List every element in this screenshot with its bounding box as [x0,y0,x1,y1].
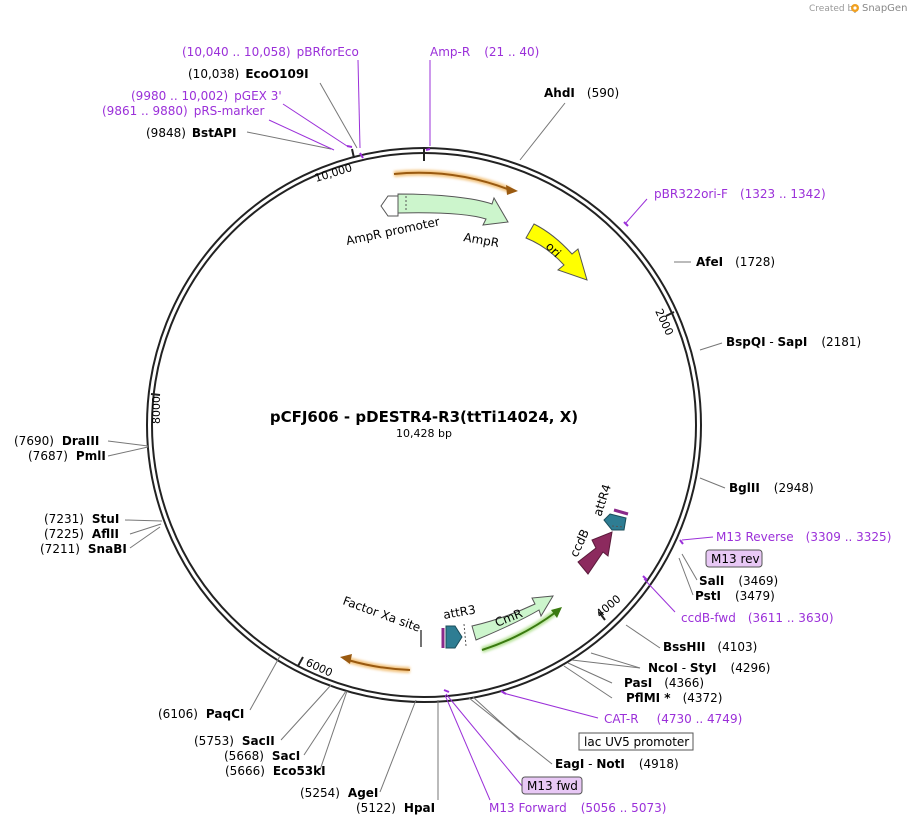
site-draiii[interactable]: (7690)DraIII [14,434,99,448]
site-eagi-noti[interactable]: EagI - NotI(4918) [555,757,679,771]
plasmid-length: 10,428 bp [396,427,452,440]
site-saci[interactable]: (5668)SacI [224,749,300,763]
site-amp-r-primer[interactable]: Amp-R(21 .. 40) [430,45,539,59]
m13-fwd-box[interactable]: M13 fwd [521,776,583,795]
site-pmli[interactable]: (7687)PmlI [28,449,106,463]
site-bglii[interactable]: BglII(2948) [729,481,814,495]
site-stui[interactable]: (7231)StuI [44,512,119,526]
tick-label-8000: 8000 [150,396,163,424]
site-sacii[interactable]: (5753)SacII [194,734,275,748]
scale-ticks [150,148,675,667]
site-pbrforeco[interactable]: (10,040 .. 10,058)pBRforEco [182,45,359,59]
ampr-label: AmpR [462,230,500,250]
site-agei[interactable]: (5254)AgeI [300,786,378,800]
site-pbr322ori-f[interactable]: pBR322ori-F(1323 .. 1342) [654,187,826,201]
amp-promoter-feature[interactable] [380,195,399,217]
attr3-label: attR3 [442,602,477,621]
credit-brand: SnapGene [862,3,907,14]
site-prs-marker[interactable]: (9861 .. 9880)pRS-marker [102,104,264,118]
svg-text:M13 fwd: M13 fwd [527,779,578,793]
site-psti[interactable]: PstI(3479) [695,589,775,603]
snapgene-logo-icon [851,4,859,12]
attr4-feature[interactable] [603,508,629,531]
site-ahdi[interactable]: AhdI(590) [544,86,619,100]
ori-feature[interactable] [525,223,588,281]
site-afei[interactable]: AfeI(1728) [696,255,775,269]
m13-rev-box[interactable]: M13 rev [705,549,763,568]
tick-label-10000: 10,000 [313,161,354,185]
site-paqci[interactable]: (6106)PaqCI [158,707,244,721]
site-ccdb-fwd[interactable]: ccdB-fwd(3611 .. 3630) [681,611,834,625]
site-bsshii[interactable]: BssHII(4103) [663,640,757,654]
factor-xa-label: Factor Xa site [341,594,422,635]
site-ncoi-styi[interactable]: NcoI - StyI(4296) [648,661,770,675]
site-pflmi[interactable]: PflMI *(4372) [626,691,722,705]
primer-arrow-cmr [481,607,562,653]
amp-promoter-label: AmpR promoter [345,214,441,248]
site-bspqi-sapi[interactable]: BspQI - SapI(2181) [726,335,861,349]
site-snabi[interactable]: (7211)SnaBI [40,542,127,556]
site-pasi[interactable]: PasI(4366) [624,676,704,690]
svg-text:lac UV5 promoter: lac UV5 promoter [584,735,689,749]
primer-arrow-top [393,169,518,195]
site-aflii[interactable]: (7225)AflII [44,527,119,541]
site-hpai[interactable]: (5122)HpaI [356,801,435,815]
enzyme-leader-lines [107,82,726,800]
lac-uv5-box[interactable]: lac UV5 promoter [578,732,694,751]
primer-arrow-bottom [340,654,411,673]
site-bstapi[interactable]: (9848)BstAPI [146,126,236,140]
site-ecoo109i[interactable]: (10,038)EcoO109I [188,67,309,81]
site-sali[interactable]: SalI(3469) [699,574,778,588]
svg-text:M13 rev: M13 rev [711,552,760,566]
ampr-feature[interactable] [397,193,509,226]
site-pgex3[interactable]: (9980 .. 10,002)pGEX 3' [131,89,282,103]
primer-marks [346,145,684,695]
attr3-feature[interactable] [441,623,467,649]
site-eco53ki[interactable]: (5666)Eco53kI [225,764,326,778]
attr4-label: attR4 [591,482,614,517]
ccdb-feature[interactable] [577,531,613,575]
cmr-label: CmR [493,606,525,630]
site-m13-reverse[interactable]: M13 Reverse(3309 .. 3325) [716,530,891,544]
tick-label-2000: 2000 [652,307,676,338]
credit-prefix: Created by [809,4,859,14]
site-cat-r[interactable]: CAT-R(4730 .. 4749) [604,712,742,726]
cmr-feature[interactable] [471,595,554,641]
primer-leader-lines [268,59,714,801]
site-m13-forward[interactable]: M13 Forward(5056 .. 5073) [489,801,666,815]
plasmid-name: pCFJ606 - pDESTR4-R3(ttTi14024, X) [270,408,578,426]
